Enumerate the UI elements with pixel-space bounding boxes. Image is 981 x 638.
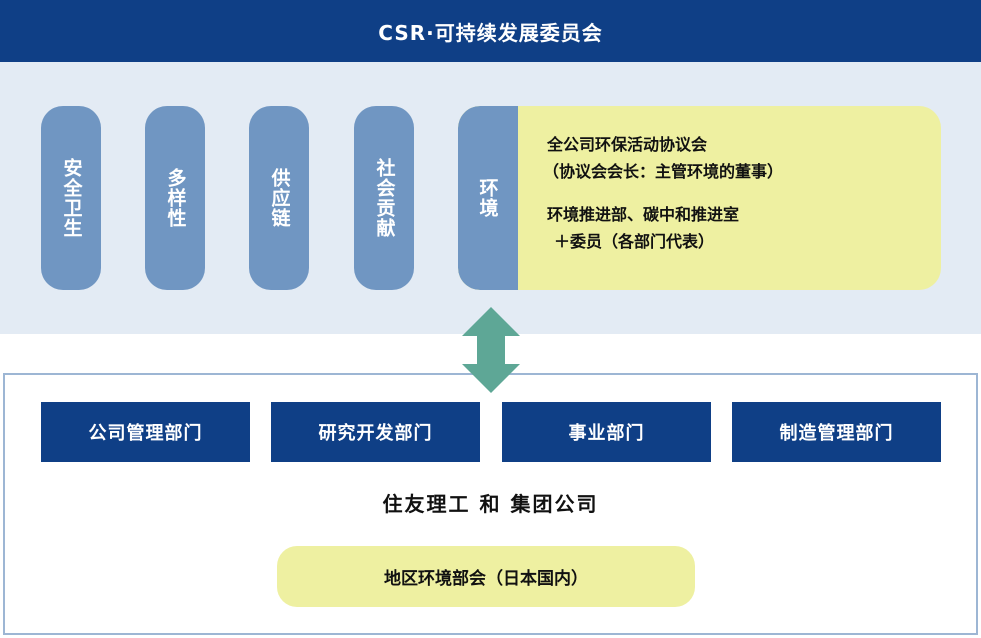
committee-safety-health: 安全卫生 — [41, 106, 101, 290]
dept-research-development-label: 研究开发部门 — [318, 423, 433, 444]
environment-committee-box: 环境 全公司环保活动协议会 （协议会会长：主管环境的董事） 环境推进部、碳中和推… — [458, 106, 941, 290]
committee-supply-chain: 供应链 — [249, 106, 309, 290]
committee-social-contribution-label: 社会贡献 — [373, 158, 396, 238]
bidirectional-arrow-icon — [462, 307, 520, 393]
group-title: 住友理工 和 集团公司 — [382, 492, 599, 516]
dept-business-label: 事业部门 — [568, 423, 645, 444]
regional-environment-committee: 地区环境部会（日本国内） — [277, 546, 695, 607]
dept-manufacturing-management-label: 制造管理部门 — [779, 423, 894, 444]
committee-safety-health-label: 安全卫生 — [60, 158, 83, 238]
dept-corporate-management: 公司管理部门 — [41, 402, 250, 462]
regional-environment-label: 地区环境部会（日本国内） — [384, 569, 588, 589]
committee-environment: 环境 — [458, 106, 518, 290]
dept-manufacturing-management: 制造管理部门 — [732, 402, 941, 462]
dept-business: 事业部门 — [502, 402, 711, 462]
committee-social-contribution: 社会贡献 — [354, 106, 414, 290]
committee-supply-chain-label: 供应链 — [268, 168, 291, 228]
committee-title: CSR·可持续发展委员会 — [378, 20, 603, 45]
env-promotion-depts: 环境推进部、碳中和推进室 — [547, 205, 740, 224]
committee-header: CSR·可持续发展委员会 — [0, 0, 981, 62]
env-council-chair: （协议会会长：主管环境的董事） — [543, 162, 784, 181]
env-members: ＋委员（各部门代表） — [554, 232, 715, 251]
dept-research-development: 研究开发部门 — [271, 402, 480, 462]
committee-environment-label: 环境 — [476, 178, 499, 218]
env-council-name: 全公司环保活动协议会 — [547, 135, 708, 154]
committee-diversity: 多样性 — [145, 106, 205, 290]
committee-diversity-label: 多样性 — [164, 168, 187, 228]
dept-corporate-management-label: 公司管理部门 — [88, 423, 203, 444]
